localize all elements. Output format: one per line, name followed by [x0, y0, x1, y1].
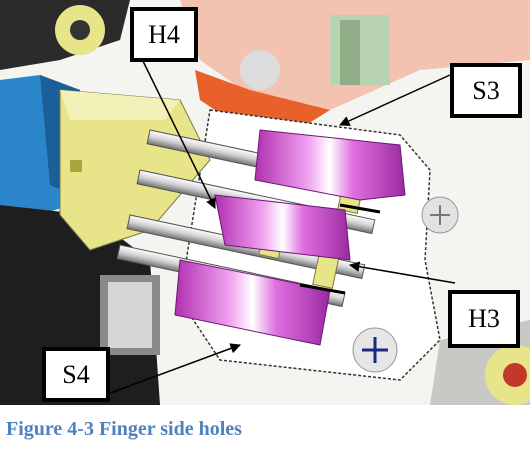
callout-s3: S3	[450, 63, 522, 118]
h3-arrow	[348, 261, 456, 284]
h4-arrow	[139, 54, 216, 209]
s3-arrow	[339, 74, 451, 126]
s4-arrow	[104, 343, 241, 396]
callout-h4: H4	[130, 7, 198, 62]
callout-s4: S4	[42, 347, 110, 402]
finger-photo	[0, 0, 530, 405]
callout-h3: H3	[448, 290, 520, 348]
figure-caption: Figure 4-3 Finger side holes	[6, 418, 242, 440]
